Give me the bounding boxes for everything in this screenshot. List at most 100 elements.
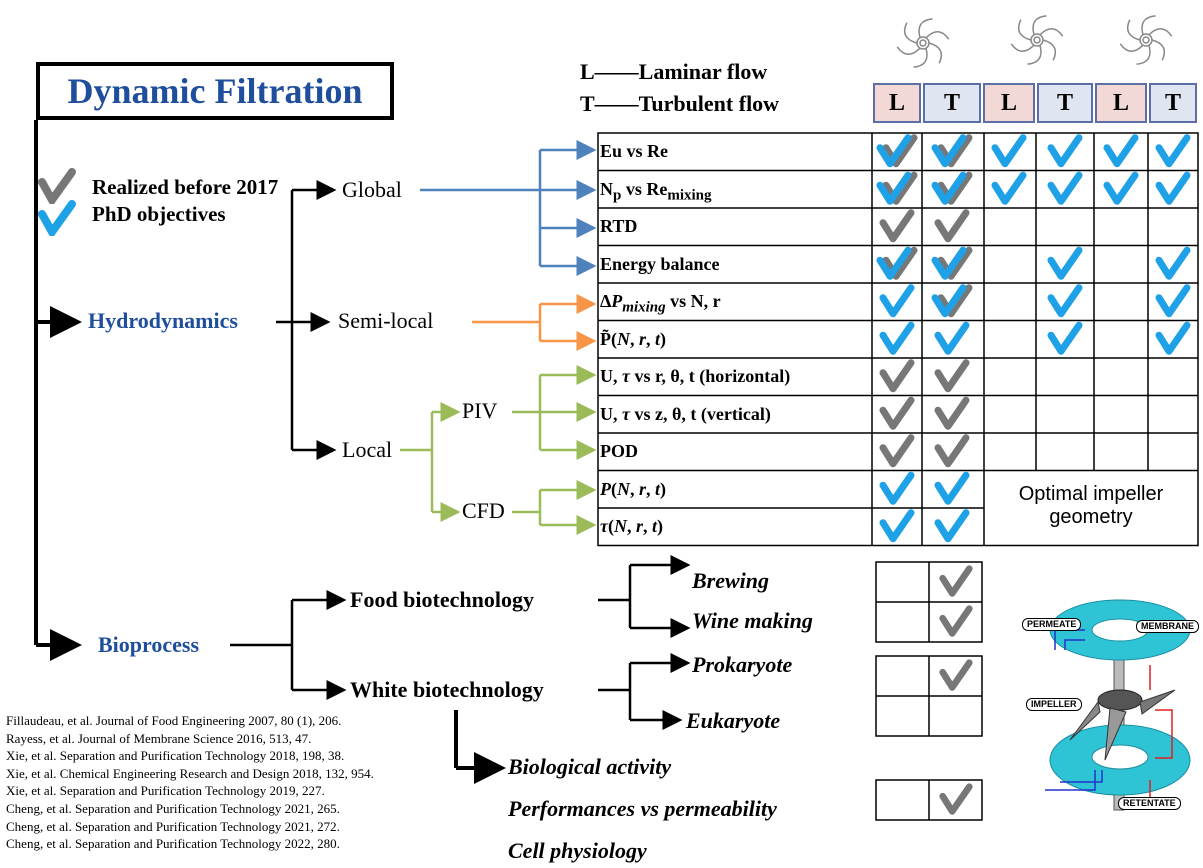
blue-check-icon: [1047, 246, 1083, 280]
node-piv: PIV: [462, 398, 498, 423]
row-label: τ(N, r, t): [600, 516, 664, 536]
blue-check-icon: [934, 471, 970, 505]
blue-check-icon: [879, 284, 915, 318]
blue-check-icon: [1047, 284, 1083, 318]
row-label: U, τ vs r, θ, t (horizontal): [600, 366, 791, 386]
row-label: Eu vs Re: [600, 141, 669, 161]
grey-check-icon: [939, 659, 973, 691]
reference-item: Xie, et al. Chemical Engineering Researc…: [6, 765, 374, 781]
legend-realized: Realized before 2017: [92, 175, 279, 199]
optimal-impeller-note: Optimal impeller geometry: [1018, 483, 1164, 528]
blue-check-icon: [1103, 134, 1139, 168]
blue-check-icon: [879, 509, 915, 543]
grey-check-icon: [882, 171, 918, 205]
label-impeller: IMPELLER: [1026, 698, 1082, 711]
grey-check-icon: [937, 171, 973, 205]
grey-check-icon: [38, 168, 76, 204]
node-brewing: Brewing: [692, 568, 770, 593]
grey-check-icon: [882, 134, 918, 168]
col-header-2: T: [923, 83, 981, 123]
node-bioprocess: Bioprocess: [98, 632, 200, 657]
grey-check-icon: [937, 134, 973, 168]
grey-check-icon: [879, 434, 915, 468]
row-label: ΔPmixing vs N, r: [600, 291, 721, 316]
blue-check-icon: [991, 171, 1027, 205]
row-label: RTD: [600, 216, 638, 236]
blue-check-icon: [38, 200, 76, 236]
node-prokaryote: Prokaryote: [692, 652, 793, 677]
blue-check-icon: [876, 246, 912, 280]
blue-check-icon: [876, 171, 912, 205]
node-bio-activity: Biological activity: [508, 754, 672, 779]
grey-check-icon: [879, 396, 915, 430]
grey-check-icon: [879, 359, 915, 393]
blue-check-icon: [1047, 171, 1083, 205]
reference-item: Cheng, et al. Separation and Purificatio…: [6, 801, 340, 816]
title-box: Dynamic Filtration: [36, 62, 394, 120]
node-semi-local: Semi-local: [338, 308, 434, 333]
col-header-1: L: [873, 83, 921, 123]
grey-check-icon: [939, 605, 973, 637]
impeller-icon: [1119, 15, 1173, 65]
row-label: Np vs Remixing: [600, 178, 712, 204]
blue-check-icon: [879, 471, 915, 505]
row-label: POD: [600, 441, 638, 461]
node-eukaryote: Eukaryote: [686, 708, 781, 733]
blue-check-icon: [934, 509, 970, 543]
legend-objectives: PhD objectives: [92, 202, 226, 226]
blue-check-icon: [991, 134, 1027, 168]
blue-check-icon: [931, 134, 967, 168]
label-membrane: MEMBRANE: [1136, 620, 1199, 633]
grey-check-icon: [934, 434, 970, 468]
blue-check-icon: [1155, 321, 1191, 355]
row-label: Energy balance: [600, 253, 720, 274]
filtration-module-illustration: [1045, 599, 1191, 811]
grey-check-icon: [939, 565, 973, 597]
blue-check-icon: [1155, 246, 1191, 280]
label-retentate: RETENTATE: [1118, 797, 1181, 810]
legend-laminar: L——Laminar flow: [580, 59, 768, 84]
blue-check-icon: [879, 321, 915, 355]
blue-check-icon: [931, 246, 967, 280]
node-global: Global: [342, 177, 402, 202]
blue-check-icon: [876, 134, 912, 168]
node-food-biotech: Food biotechnology: [350, 587, 534, 612]
node-cell-physiology: Cell physiology: [508, 838, 647, 863]
grey-check-icon: [934, 209, 970, 243]
label-permeate: PERMEATE: [1022, 618, 1082, 631]
reference-item: Xie, et al. Separation and Purification …: [6, 748, 345, 764]
blue-check-icon: [1103, 171, 1139, 205]
grey-check-icon: [934, 359, 970, 393]
blue-check-icon: [931, 284, 967, 318]
node-hydrodynamics: Hydrodynamics: [88, 308, 238, 333]
col-header-3: L: [983, 83, 1035, 123]
node-performances: Performances vs permeability: [508, 796, 777, 821]
blue-check-icon: [1047, 321, 1083, 355]
blue-check-icon: [1155, 171, 1191, 205]
grey-check-icon: [882, 246, 918, 280]
node-local: Local: [342, 437, 393, 462]
col-header-6: T: [1149, 83, 1197, 123]
reference-item: Xie, et al. Separation and Purification …: [6, 783, 325, 799]
node-white-biotech: White biotechnology: [350, 677, 544, 702]
node-cfd: CFD: [462, 498, 505, 523]
col-header-5: L: [1095, 83, 1147, 123]
blue-check-icon: [1155, 284, 1191, 318]
node-wine: Wine making: [692, 608, 813, 633]
reference-item: Cheng, et al. Separation and Purificatio…: [6, 836, 340, 852]
col-header-4: T: [1037, 83, 1093, 123]
grey-check-icon: [879, 209, 915, 243]
grey-check-icon: [939, 783, 973, 815]
row-label: P̃(N, r, t): [600, 328, 667, 349]
row-label: P(N, r, t): [600, 478, 667, 499]
blue-check-icon: [931, 171, 967, 205]
grey-check-icon: [934, 396, 970, 430]
impeller-icon: [1010, 15, 1064, 65]
impeller-icon: [896, 18, 950, 68]
blue-check-icon: [934, 321, 970, 355]
reference-item: Rayess, et al. Journal of Membrane Scien…: [6, 730, 312, 746]
reference-item: Fillaudeau, et al. Journal of Food Engin…: [6, 713, 342, 728]
blue-check-icon: [1155, 134, 1191, 168]
